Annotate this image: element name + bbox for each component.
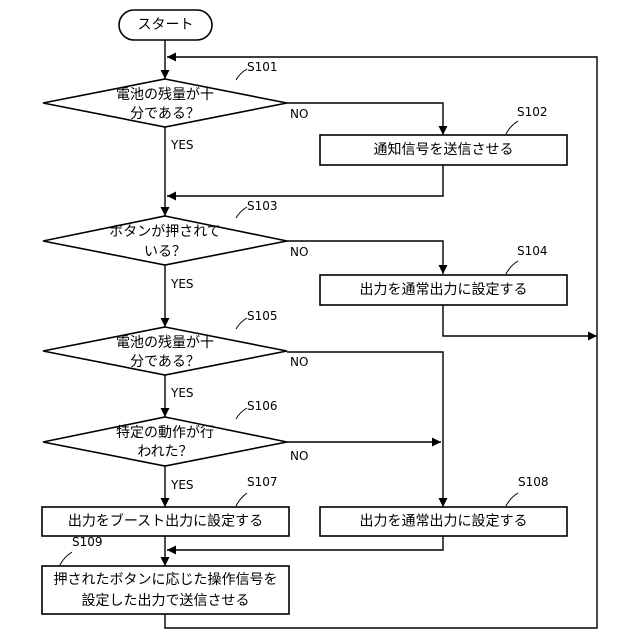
s103-no-label: NO [290,245,308,259]
process-s107-text: 出力をブースト出力に設定する [68,513,263,530]
ref-s101: S101 [247,60,278,74]
decision-s103-line1: ボタンが押されて [109,224,221,240]
s105-no-label: NO [290,355,308,369]
ref-s107: S107 [247,475,278,489]
decision-s101-line1: 電池の残量が十 [116,87,214,103]
decision-s103: ボタンが押されて いる？ S103 NO YES [43,199,308,291]
process-s108-text: 出力を通常出力に設定する [360,514,528,530]
decision-s101: 電池の残量が十 分である？ S101 NO YES [43,60,308,152]
ref-s106: S106 [247,399,278,413]
process-s102-text: 通知信号を送信させる [374,141,514,158]
start-terminal: スタート [119,10,212,40]
process-s109-line2: 設定した出力で送信させる [82,593,250,609]
connectors [165,40,597,628]
s101-no-label: NO [290,107,308,121]
ref-s104: S104 [517,244,548,258]
decision-s105-line2: 分である？ [130,354,200,370]
s105-yes-label: YES [170,386,194,400]
s106-yes-label: YES [170,478,194,492]
decision-s106-line2: われた？ [137,444,192,460]
s103-yes-label: YES [170,277,194,291]
decision-s103-line2: いる？ [144,244,186,260]
ref-s103: S103 [247,199,278,213]
start-label: スタート [138,17,194,33]
decision-s101-line2: 分である？ [130,106,200,122]
s101-yes-label: YES [170,138,194,152]
decision-s106-line1: 特定の動作が行 [116,425,214,441]
ref-s105: S105 [247,309,278,323]
ref-s109: S109 [72,535,103,549]
process-s104-text: 出力を通常出力に設定する [360,282,528,298]
ref-s108: S108 [518,475,549,489]
s106-no-label: NO [290,449,308,463]
decision-s105-line1: 電池の残量が十 [116,335,214,351]
ref-s102: S102 [517,105,548,119]
process-s109-line1: 押されたボタンに応じた操作信号を [54,572,278,588]
decision-s105: 電池の残量が十 分である？ S105 NO YES [43,309,308,400]
